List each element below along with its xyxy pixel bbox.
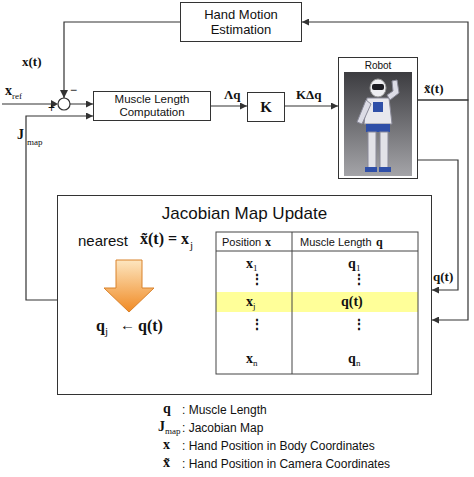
robot-head [370, 79, 386, 97]
label-text: 1 [356, 264, 361, 273]
table-highlight [216, 292, 418, 312]
robot-leg [380, 132, 388, 168]
label-text: ⋮ [352, 273, 366, 287]
robot-visor [372, 84, 384, 90]
label-text: j [190, 240, 193, 251]
reference-input-line [2, 103, 54, 104]
label-text: ⋮ [250, 318, 264, 332]
label-text: q [96, 318, 105, 334]
label-text: 1 [253, 264, 258, 273]
label-text: j [105, 326, 108, 337]
signal-connector [64, 22, 180, 104]
process-box: Hand Motion Estimation [180, 2, 302, 42]
label-text: : Jacobian Map [182, 422, 263, 434]
arrow-head [60, 90, 68, 98]
robot-foot [379, 167, 391, 172]
label-text: Muscle Length [300, 237, 372, 248]
signal-label: Λq [224, 88, 241, 101]
label-text: x [246, 352, 253, 366]
node-text: K [260, 99, 272, 116]
label-text: Position [222, 237, 261, 248]
label-text: nearest [78, 233, 128, 248]
label-text: n [253, 359, 258, 368]
label-text: ref [12, 92, 22, 101]
robot-hips [366, 124, 390, 132]
node-text: Hand Motion Estimation [185, 7, 297, 37]
process-box: Muscle Length Computation [93, 91, 211, 121]
label-text: ← [120, 317, 135, 332]
label-text: map [27, 138, 43, 147]
label-text: q [348, 352, 356, 366]
label-text: q(t) [138, 318, 163, 334]
signal-connector [26, 116, 93, 300]
robot-arm [357, 100, 371, 124]
label-text: q(t) [341, 295, 363, 309]
label-text: ⋮ [250, 273, 264, 287]
label-text: x [5, 84, 12, 98]
node-text: Muscle Length Computation [97, 93, 207, 119]
signal-label: J [17, 128, 24, 142]
robot-chest [373, 102, 383, 112]
node-text: Jacobian Map Update [162, 204, 327, 224]
signal-label: q(t) [433, 270, 453, 283]
label-text: − [70, 84, 77, 96]
label-text: x [246, 295, 253, 309]
label-text: j [253, 302, 256, 311]
node-text: Robot [365, 60, 392, 71]
label-text: map [165, 427, 181, 436]
label-text: J [158, 420, 165, 434]
table-rule [292, 232, 293, 374]
label-text: x [265, 236, 271, 248]
label-text: + [48, 102, 55, 114]
label-text: q [163, 402, 171, 416]
signal-label: x(t) [22, 55, 42, 68]
signal-label: x̃(t) [424, 82, 444, 95]
label-text: q [348, 257, 356, 271]
robot-foot [365, 167, 377, 172]
signal-label: KΔq [296, 88, 322, 101]
label-text: x̃(t) = x [140, 231, 189, 247]
label-text: x̃ [163, 456, 170, 470]
label-text: x [163, 438, 170, 452]
robot-leg [368, 132, 376, 168]
signal-connector [211, 105, 247, 106]
signal-connector [418, 160, 458, 290]
label-text: : Hand Position in Body Coordinates [182, 440, 375, 452]
signal-connector [418, 100, 468, 320]
summing-junction [58, 98, 70, 110]
gain-box: K [247, 92, 285, 122]
label-text: q [376, 236, 383, 248]
signal-connector [302, 22, 468, 100]
signal-connector [285, 105, 338, 106]
label-text: : Hand Position in Camera Coordinates [182, 458, 390, 470]
robot-arm [387, 80, 399, 100]
label-text: ⋮ [352, 318, 366, 332]
label-text: x [246, 257, 253, 271]
table-rule [216, 251, 418, 252]
label-text: : Muscle Length [182, 404, 267, 416]
robot-photo [344, 72, 412, 176]
photo-background [344, 72, 412, 176]
label-text: n [356, 359, 361, 368]
